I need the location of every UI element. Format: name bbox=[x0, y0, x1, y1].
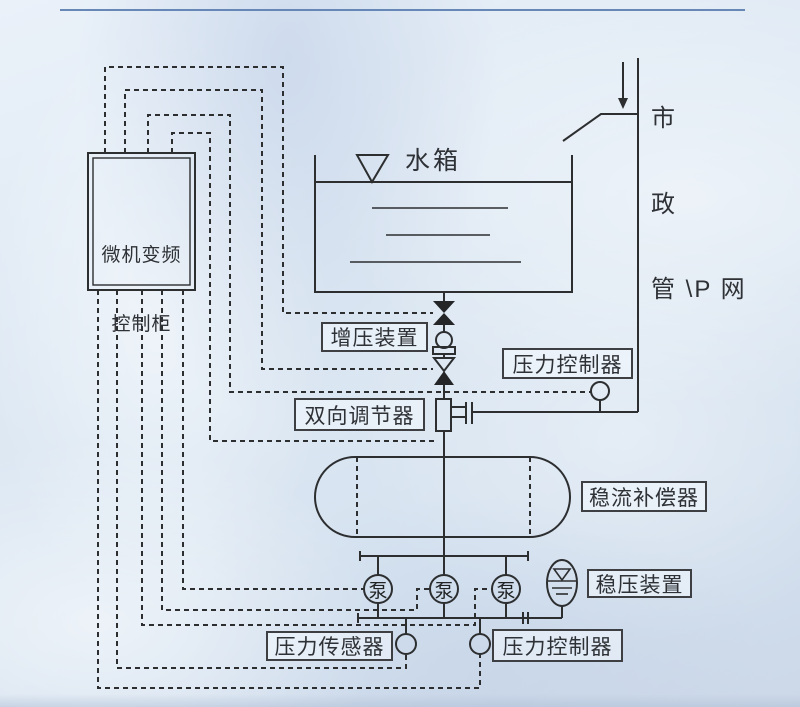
tank-label: 水箱 bbox=[405, 147, 462, 175]
cabinet-label-line-2: 控制柜 bbox=[111, 314, 172, 335]
wire-pressure-sensor bbox=[116, 290, 407, 669]
cabinet-inner bbox=[92, 157, 191, 286]
wire-lower-valve bbox=[124, 89, 433, 370]
top-accent-line bbox=[60, 9, 745, 11]
pump-2-label: 泵 bbox=[434, 580, 454, 602]
bottom-shade-band bbox=[0, 694, 800, 707]
upper-valve-bottom bbox=[433, 313, 455, 325]
top-gauge-circle bbox=[590, 381, 610, 401]
pump-1-label: 泵 bbox=[368, 580, 388, 602]
wire-main-pipe bbox=[171, 132, 437, 442]
lower-valve-top bbox=[431, 357, 457, 373]
stabilizer-level-triangle-icon bbox=[552, 568, 572, 582]
flow-arrow-head-icon bbox=[618, 98, 628, 109]
wire-pump-3 bbox=[141, 290, 492, 626]
pump-3-label: 泵 bbox=[496, 580, 516, 602]
pump-2 bbox=[429, 556, 459, 618]
stabilizer-vessel bbox=[546, 559, 578, 618]
flow-compensator-label: 稳流补偿器 bbox=[581, 481, 707, 512]
municipal-line-1: 市 bbox=[651, 105, 677, 132]
water-level-triangle-icon bbox=[355, 154, 390, 185]
bidirectional-regulator-label: 双向调节器 bbox=[294, 398, 425, 431]
municipal-line-2: 政 bbox=[651, 190, 677, 218]
regulator-body bbox=[435, 398, 452, 432]
wire-pump-1 bbox=[182, 290, 364, 590]
control-wiring bbox=[97, 66, 591, 689]
wire-upper-valve bbox=[104, 66, 433, 314]
stabilizer-device-label: 稳压装置 bbox=[587, 569, 692, 598]
booster-pump-circle bbox=[435, 331, 453, 349]
lower-valve-bottom bbox=[434, 371, 454, 385]
sensor-gauge-circle bbox=[395, 633, 417, 655]
booster-device-label: 增压装置 bbox=[321, 322, 428, 352]
pressure-controller-bottom-label: 压力控制器 bbox=[492, 629, 623, 662]
municipal-line-3: 管 \P 网 bbox=[651, 276, 747, 303]
upper-valve-top bbox=[433, 301, 455, 313]
pressure-controller-top-label: 压力控制器 bbox=[502, 348, 633, 379]
controller-gauge-circle bbox=[469, 633, 491, 655]
municipal-network-label: 市 政 管 \P 网 bbox=[651, 48, 747, 362]
compensator-vessel bbox=[314, 456, 571, 538]
tank-inlet-pipe bbox=[562, 113, 638, 142]
wire-top-gauge bbox=[147, 114, 591, 393]
wire-pressure-controller bbox=[97, 290, 481, 689]
cabinet-label-line-1: 微机变频 bbox=[101, 245, 182, 266]
pressure-sensor-label: 压力传感器 bbox=[266, 631, 393, 661]
cabinet-label: 微机变频 控制柜 bbox=[90, 198, 193, 382]
